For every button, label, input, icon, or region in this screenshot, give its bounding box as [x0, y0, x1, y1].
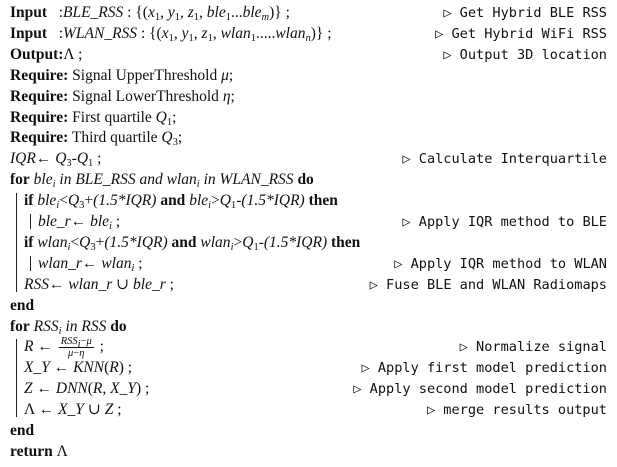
block-scope-line — [30, 256, 31, 271]
algorithm-line: Require: First quartile Q1; — [0, 107, 617, 129]
algorithm-line: Z ← DNN(R, X_Y) ; ▷ Apply second model pr… — [0, 378, 617, 400]
code-text: X_Y ← KNN(R) ; — [24, 359, 133, 376]
block-scope-line — [30, 214, 31, 229]
code-text: IQR← Q3-Q1 ; — [10, 150, 102, 169]
code-text: Λ ← X_Y ∪ Z ; — [24, 401, 122, 418]
algorithm-line: Require: Third quartile Q3; — [0, 127, 617, 149]
algorithm-line: for RSSi in RSS do — [0, 316, 617, 338]
comment-text: ▷ Get Hybrid WiFi RSS — [435, 26, 607, 42]
code-text: end — [10, 297, 35, 314]
comment-text: ▷ Output 3D location — [443, 47, 607, 63]
block-scope-line — [16, 193, 17, 292]
algorithm-line: if blei<Q3+(1.5*IQR) and blei>Q1-(1.5*IQ… — [0, 190, 617, 212]
algorithm-line: RSS← wlan_r ∪ ble_r ; ▷ Fuse BLE and WLAN… — [0, 274, 617, 296]
code-text: Require: Third quartile Q3; — [10, 129, 183, 148]
code-text: for RSSi in RSS do — [10, 318, 127, 337]
code-text: end — [10, 422, 35, 439]
algorithm-line: Input :WLAN_RSS : {(x1, y1, z1, wlan1...… — [0, 23, 617, 45]
code-text: Input :WLAN_RSS : {(x1, y1, z1, wlan1...… — [10, 25, 332, 44]
code-text: Require: Signal UpperThreshold μ; — [10, 67, 234, 84]
comment-text: ▷ Apply first model prediction — [361, 360, 607, 376]
algorithm-line: Output:Λ ; ▷ Output 3D location — [0, 44, 617, 66]
comment-text: ▷ Get Hybrid BLE RSS — [443, 5, 607, 21]
algorithm-line: if wlani<Q3+(1.5*IQR) and wlani>Q1-(1.5*… — [0, 232, 617, 254]
comment-text: ▷ merge results output — [426, 402, 607, 418]
code-text: ble_r← blei ; — [38, 213, 121, 232]
algorithm-line: ble_r← blei ; ▷ Apply IQR method to BLE — [0, 211, 617, 233]
algorithm-line: for blei in BLE_RSS and wlani in WLAN_RS… — [0, 169, 617, 191]
algorithm-line: Require: Signal UpperThreshold μ; — [0, 65, 617, 87]
algorithm-line: end — [0, 295, 617, 317]
code-text: for blei in BLE_RSS and wlani in WLAN_RS… — [10, 171, 314, 190]
algorithm-line: Require: Signal LowerThreshold η; — [0, 86, 617, 108]
algorithm-line: Input :BLE_RSS : {(x1, y1, z1, ble1...bl… — [0, 2, 617, 24]
comment-text: ▷ Normalize signal — [459, 339, 607, 355]
code-text: if wlani<Q3+(1.5*IQR) and wlani>Q1-(1.5*… — [24, 234, 361, 253]
comment-text: ▷ Apply IQR method to WLAN — [394, 256, 607, 272]
code-text: wlan_r← wlani ; — [38, 255, 143, 274]
code-text: if blei<Q3+(1.5*IQR) and blei>Q1-(1.5*IQ… — [24, 192, 338, 211]
code-text: Z ← DNN(R, X_Y) ; — [24, 380, 150, 397]
comment-text: ▷ Fuse BLE and WLAN Radiomaps — [369, 277, 607, 293]
algorithm-line: Λ ← X_Y ∪ Z ; ▷ merge results output — [0, 399, 617, 421]
code-text: Input :BLE_RSS : {(x1, y1, z1, ble1...bl… — [10, 4, 290, 23]
code-text: Output:Λ ; — [10, 46, 83, 63]
algorithm-line: IQR← Q3-Q1 ; ▷ Calculate Interquartile — [0, 148, 617, 170]
algorithm-line: return Λ — [0, 441, 617, 463]
code-text: Require: First quartile Q1; — [10, 109, 177, 128]
code-text: return Λ — [10, 443, 68, 460]
code-text: Require: Signal LowerThreshold η; — [10, 88, 235, 105]
comment-text: ▷ Apply second model prediction — [353, 381, 607, 397]
algorithm-line: end — [0, 420, 617, 442]
block-scope-line — [16, 339, 17, 417]
code-text: RSS← wlan_r ∪ ble_r ; — [24, 276, 174, 293]
comment-text: ▷ Apply IQR method to BLE — [402, 214, 607, 230]
algorithm-line: wlan_r← wlani ; ▷ Apply IQR method to WLA… — [0, 253, 617, 275]
algorithm-line: X_Y ← KNN(R) ; ▷ Apply first model predic… — [0, 357, 617, 379]
comment-text: ▷ Calculate Interquartile — [402, 151, 607, 167]
